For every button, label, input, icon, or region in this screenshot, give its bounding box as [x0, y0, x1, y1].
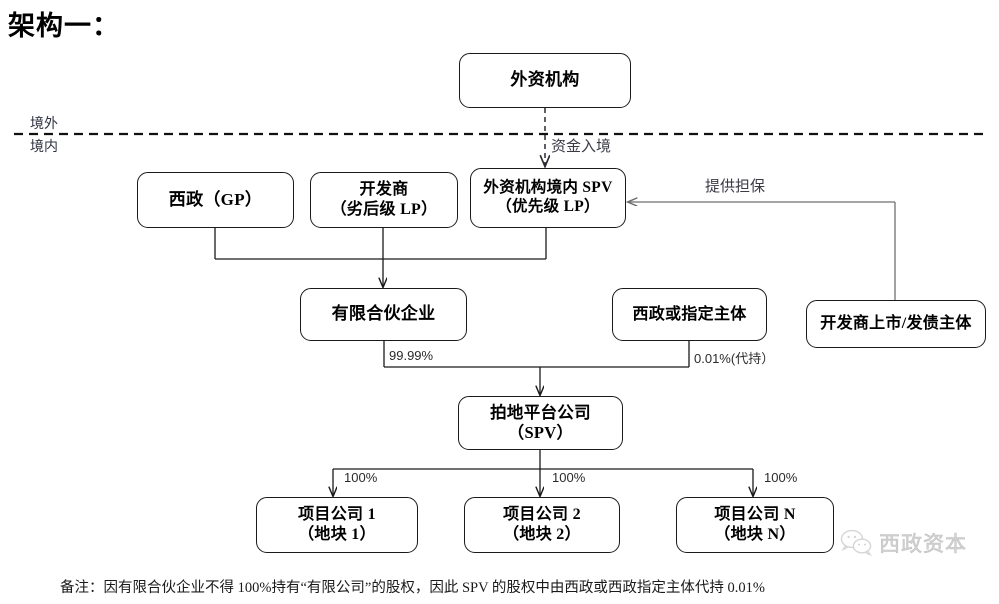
node-project-1[interactable]: 项目公司 1 （地块 1） — [256, 497, 418, 553]
watermark-text: 西政资本 — [879, 533, 967, 557]
node-foreign-institution-line1: 外资机构 — [510, 70, 580, 90]
label-offshore: 境外 — [30, 117, 58, 132]
node-project-n[interactable]: 项目公司 N （地块 N） — [676, 497, 834, 553]
node-project-2-line2: （地块 2） — [503, 526, 581, 543]
node-project-2-line1: 项目公司 2 — [503, 506, 581, 524]
node-developer-lp[interactable]: 开发商 （劣后级 LP） — [310, 172, 458, 228]
label-designated-share: 0.01%(代持） — [694, 351, 775, 366]
node-land-platform[interactable]: 拍地平台公司 （SPV） — [458, 396, 623, 450]
footnote: 备注：因有限合伙企业不得 100%持有“有限公司”的股权，因此 SPV 的股权中… — [60, 580, 765, 596]
label-project2-share: 100% — [552, 470, 586, 485]
node-onshore-spv-line2: （优先级 LP） — [496, 198, 600, 215]
node-project-2[interactable]: 项目公司 2 （地块 2） — [464, 497, 620, 553]
label-lp-share: 99.99% — [389, 348, 434, 363]
node-limited-partnership[interactable]: 有限合伙企业 — [300, 288, 467, 341]
node-project-n-line1: 项目公司 N — [714, 506, 796, 524]
node-land-platform-line2: （SPV） — [507, 423, 574, 442]
label-projectn-share: 100% — [764, 470, 798, 485]
label-onshore: 境内 — [30, 140, 58, 155]
node-developer-lp-line2: （劣后级 LP） — [330, 201, 438, 218]
node-onshore-spv-line1: 外资机构境内 SPV — [483, 179, 613, 197]
node-foreign-institution[interactable]: 外资机构 — [459, 53, 631, 108]
node-project-1-line2: （地块 1） — [298, 526, 376, 543]
node-xizheng-designated[interactable]: 西政或指定主体 — [612, 288, 767, 341]
node-project-1-line1: 项目公司 1 — [298, 506, 376, 524]
page-title: 架构一： — [8, 11, 120, 41]
node-xizheng-gp[interactable]: 西政（GP） — [137, 172, 294, 228]
label-provide-guarantee: 提供担保 — [705, 179, 766, 195]
watermark: 西政资本 — [840, 528, 967, 558]
label-project1-share: 100% — [344, 470, 378, 485]
node-project-n-line2: （地块 N） — [714, 526, 796, 543]
node-xizheng-designated-line1: 西政或指定主体 — [632, 305, 747, 323]
wechat-icon — [840, 529, 872, 557]
label-funds-inbound: 资金入境 — [551, 139, 612, 155]
node-developer-lp-line1: 开发商 — [359, 181, 409, 199]
node-developer-listed-line1: 开发商上市/发债主体 — [820, 315, 972, 333]
node-developer-listed[interactable]: 开发商上市/发债主体 — [806, 300, 986, 348]
node-xizheng-gp-line1: 西政（GP） — [168, 189, 263, 209]
node-land-platform-line1: 拍地平台公司 — [490, 402, 591, 422]
node-onshore-spv[interactable]: 外资机构境内 SPV （优先级 LP） — [470, 168, 626, 228]
node-limited-partnership-line1: 有限合伙企业 — [331, 304, 436, 324]
